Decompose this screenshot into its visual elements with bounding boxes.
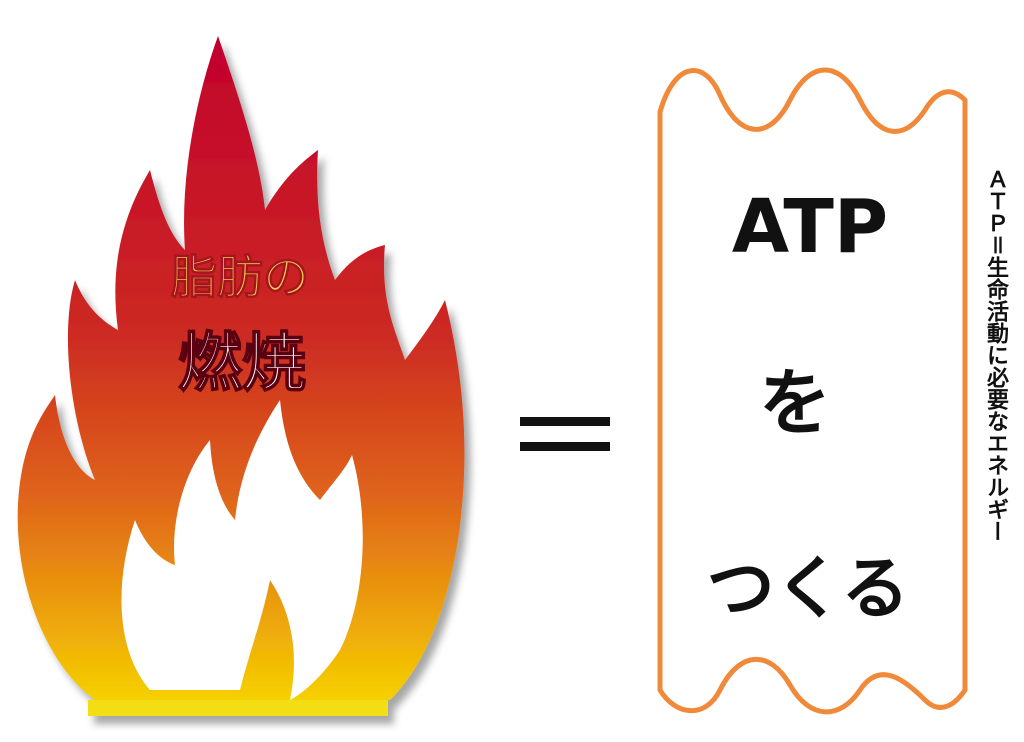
- vertical-caption: ＡＴＰ＝生命活動に必要なエネルギー: [983, 168, 1008, 542]
- equals-sign: [520, 417, 610, 451]
- flame-label-line1: 脂肪の: [171, 250, 309, 304]
- flame-label-line2: 燃焼: [178, 327, 306, 401]
- equals-bar-top: [520, 417, 610, 426]
- flame-base-bar: [88, 700, 388, 716]
- banner-text-tsukuru: つくる: [707, 550, 910, 629]
- banner-text-wo: を: [759, 361, 831, 445]
- inner-flame: [121, 400, 363, 700]
- fire-icon: [17, 36, 465, 716]
- banner-text-atp: ATP: [732, 184, 888, 270]
- banner-frame: [657, 67, 968, 715]
- equals-bar-bottom: [520, 442, 610, 451]
